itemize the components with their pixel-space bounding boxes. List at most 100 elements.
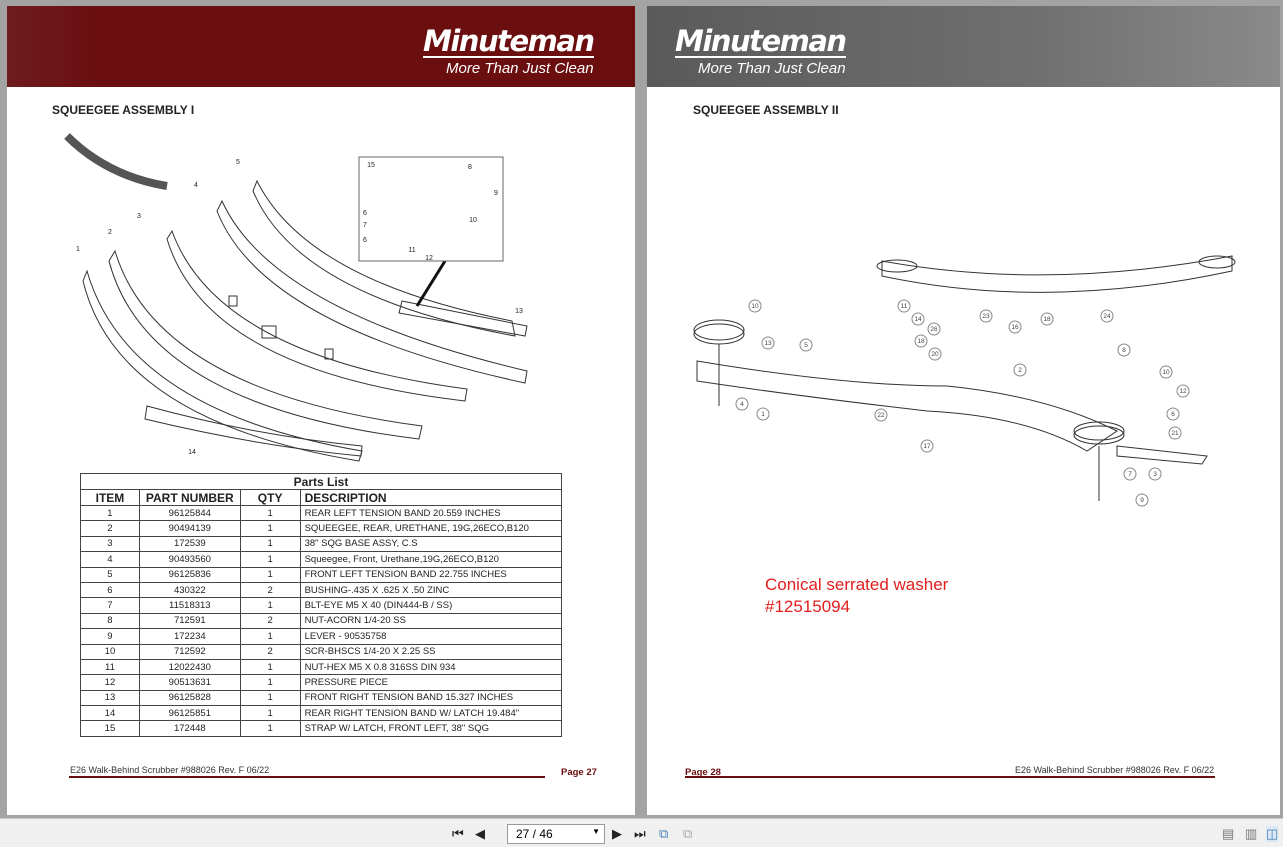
callout-label: 12: [425, 255, 433, 262]
callout-label: 5: [804, 342, 808, 349]
qty-cell: 1: [239, 720, 301, 737]
callout-circle: [748, 299, 762, 313]
detail-inset: [358, 156, 504, 262]
callout-label: 1: [761, 411, 765, 418]
callout-circle: [1159, 365, 1173, 379]
description-cell: LEVER - 90535758: [299, 628, 563, 645]
item-cell: 14: [80, 705, 140, 722]
previous-page-icon[interactable]: ◀: [475, 826, 485, 841]
item-cell: 2: [80, 520, 140, 537]
callout-label: 24: [1103, 313, 1111, 320]
description-cell: NUT-ACORN 1/4-20 SS: [299, 612, 563, 630]
annotation-note: Conical serrated washer #12515094: [765, 574, 948, 618]
description-cell: NUT-HEX M5 X 0.8 316SS DIN 934: [299, 658, 563, 676]
parts-list-caption: Parts List: [80, 473, 562, 490]
page-number: Page 27: [561, 767, 597, 778]
part-number-cell: 172448: [138, 720, 241, 737]
callout-label: 8: [1122, 347, 1126, 354]
callout-label: 17: [923, 443, 931, 450]
description-cell: STRAP W/ LATCH, FRONT LEFT, 38" SQG: [299, 720, 563, 737]
rotate-page-icon[interactable]: ⧉: [659, 826, 669, 841]
last-page-icon[interactable]: ⏭: [634, 826, 646, 841]
callout-label: 5: [236, 159, 240, 166]
qty-cell: 1: [239, 628, 301, 645]
part-number-cell: 96125828: [138, 689, 241, 707]
qty-cell: 1: [239, 566, 301, 583]
callout-label: 1: [76, 246, 80, 253]
part-number-cell: 90494139: [138, 520, 241, 537]
callout-circle: [1013, 363, 1027, 377]
callout-circle: [911, 312, 925, 326]
callout-label: 15: [367, 162, 375, 169]
callout-label: 14: [188, 449, 196, 456]
callout-circle: [761, 336, 775, 350]
description-cell: SCR-BHSCS 1/4-20 X 2.25 SS: [299, 643, 563, 660]
callout-circle: [920, 439, 934, 453]
item-cell: 10: [80, 643, 140, 660]
part-number-cell: 90513631: [138, 674, 241, 691]
column-header: ITEM: [80, 489, 140, 506]
item-cell: 3: [80, 535, 140, 553]
callout-label: 16: [1011, 324, 1019, 331]
footer-divider: [685, 776, 1215, 778]
callout-circle: [914, 334, 928, 348]
description-cell: REAR RIGHT TENSION BAND W/ LATCH 19.484": [299, 705, 563, 722]
qty-cell: 1: [239, 520, 301, 537]
footer-doc-title: E26 Walk-Behind Scrubber #988026 Rev. F …: [70, 765, 270, 775]
description-cell: FRONT RIGHT TENSION BAND 15.327 INCHES: [299, 689, 563, 707]
callout-label: 13: [764, 340, 772, 347]
qty-cell: 1: [239, 705, 301, 722]
column-header: QTY: [239, 489, 301, 506]
copy-page-icon[interactable]: ⧉: [683, 826, 693, 841]
column-header: DESCRIPTION: [299, 489, 563, 506]
two-page-view-icon[interactable]: ◫: [1266, 826, 1279, 842]
callout-circle: [1008, 320, 1022, 334]
column-header: PART NUMBER: [138, 489, 241, 506]
note-line-2: #12515094: [765, 597, 851, 616]
callout-label: 13: [515, 308, 523, 315]
callout-circle: [928, 347, 942, 361]
item-cell: 8: [80, 612, 140, 630]
callout-label: 6: [363, 237, 367, 244]
description-cell: BLT-EYE M5 X 40 (DIN444-B / SS): [299, 597, 563, 614]
qty-cell: 2: [239, 643, 301, 660]
page-number: Page 28: [685, 767, 721, 778]
continuous-view-icon[interactable]: ▥: [1245, 826, 1258, 841]
callout-circle: [1123, 467, 1137, 481]
part-number-cell: 172539: [138, 535, 241, 553]
item-cell: 1: [80, 504, 140, 522]
single-page-view-icon[interactable]: ▤: [1222, 826, 1235, 841]
part-number-cell: 12022430: [138, 658, 241, 676]
part-number-cell: 96125836: [138, 566, 241, 583]
callout-label: 10: [469, 217, 477, 224]
callout-label: 7: [1128, 471, 1132, 478]
callout-label: 3: [1153, 471, 1157, 478]
first-page-icon[interactable]: ⏮: [452, 826, 464, 841]
page-title: SQUEEGEE ASSEMBLY I: [52, 103, 195, 117]
part-number-cell: 712591: [138, 612, 241, 630]
callout-circle: [1166, 407, 1180, 421]
page-selector[interactable]: 27 / 46▼: [507, 824, 605, 844]
callout-circle: [874, 408, 888, 422]
callout-label: 7: [363, 222, 367, 229]
next-page-icon[interactable]: ▶: [612, 826, 622, 841]
qty-cell: 1: [239, 597, 301, 614]
callout-label: 2: [1018, 367, 1022, 374]
callout-circle: [1135, 493, 1149, 507]
callout-label: 9: [494, 190, 498, 197]
